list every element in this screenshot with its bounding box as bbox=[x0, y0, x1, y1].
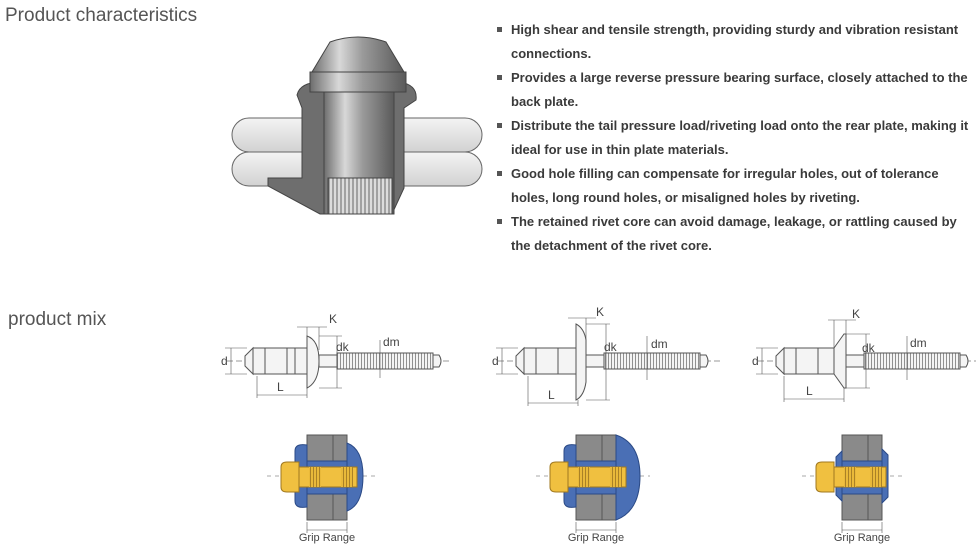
label-l: L bbox=[277, 380, 284, 394]
grip-range-label: Grip Range bbox=[568, 532, 624, 544]
bullet-icon bbox=[497, 171, 502, 176]
label-dm: dm bbox=[651, 337, 668, 351]
label-k: K bbox=[852, 307, 860, 321]
section-title-characteristics: Product characteristics bbox=[5, 5, 198, 26]
rivet-cross-section-illustration bbox=[231, 36, 483, 215]
section-title-product-mix: product mix bbox=[8, 309, 107, 330]
grip-range-label: Grip Range bbox=[299, 532, 355, 544]
label-d: d bbox=[492, 354, 499, 368]
list-item: Good hole filling can compensate for irr… bbox=[496, 162, 976, 210]
rivet-dimension-drawing-dome: d L K dk dm bbox=[221, 312, 449, 398]
grip-range-label: Grip Range bbox=[834, 532, 890, 544]
characteristics-list: High shear and tensile strength, providi… bbox=[496, 18, 976, 258]
rivet-dimension-drawing-countersunk: d L K dk dm bbox=[752, 307, 976, 402]
list-item: High shear and tensile strength, providi… bbox=[496, 18, 976, 66]
label-dk: dk bbox=[862, 341, 876, 355]
bullet-text: Provides a large reverse pressure bearin… bbox=[511, 70, 968, 109]
label-l: L bbox=[806, 384, 813, 398]
label-dm: dm bbox=[383, 335, 400, 349]
label-dk: dk bbox=[604, 340, 618, 354]
installed-view-large-flange: Grip Range bbox=[536, 434, 650, 544]
label-d: d bbox=[221, 354, 228, 368]
bullet-icon bbox=[497, 75, 502, 80]
label-dm: dm bbox=[910, 336, 927, 350]
label-k: K bbox=[329, 312, 337, 326]
bullet-text: High shear and tensile strength, providi… bbox=[511, 22, 959, 61]
installed-view-countersunk: Grip Range bbox=[802, 434, 904, 544]
bullet-icon bbox=[497, 123, 502, 128]
bullet-text: The retained rivet core can avoid damage… bbox=[511, 214, 957, 253]
bullet-icon bbox=[497, 27, 502, 32]
label-d: d bbox=[752, 354, 759, 368]
label-l: L bbox=[548, 388, 555, 402]
installed-view-dome: Grip Range bbox=[267, 434, 377, 544]
bullet-text: Good hole filling can compensate for irr… bbox=[511, 166, 939, 205]
rivet-dimension-drawing-large-flange: d L K dk dm bbox=[492, 305, 720, 406]
label-dk: dk bbox=[336, 340, 350, 354]
list-item: Distribute the tail pressure load/riveti… bbox=[496, 114, 976, 162]
list-item: The retained rivet core can avoid damage… bbox=[496, 210, 976, 258]
label-k: K bbox=[596, 305, 604, 319]
list-item: Provides a large reverse pressure bearin… bbox=[496, 66, 976, 114]
bullet-text: Distribute the tail pressure load/riveti… bbox=[511, 118, 969, 157]
bullet-icon bbox=[497, 219, 502, 224]
